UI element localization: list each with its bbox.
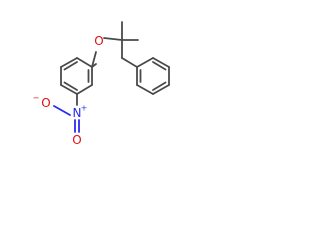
double-bond-inner: [63, 81, 78, 91]
bond: [152, 84, 170, 95]
bond: [136, 84, 154, 95]
bond: [76, 84, 93, 95]
nitro-nitrogen-label: N: [73, 106, 82, 120]
nitrophenyl-ring: [60, 57, 93, 95]
bond: [60, 84, 78, 95]
nitro-nitrogen-charge: +: [81, 104, 88, 113]
ether-oxygen-label: O: [94, 34, 103, 48]
bond-oxygen-quaternary-carbon: [103, 37, 123, 41]
bond-ch2-phenyl: [121, 57, 138, 68]
bond: [152, 57, 170, 68]
nitro-oxygen-double-label: O: [72, 133, 81, 147]
phenyl-ring: [136, 57, 170, 95]
bond: [60, 57, 78, 68]
bond: [136, 57, 154, 68]
bond: [76, 57, 93, 68]
nitro-oxygen-minus-charge: −: [33, 94, 40, 103]
double-bond-inner: [152, 61, 167, 71]
nitro-oxygen-minus-label: O: [41, 96, 50, 110]
bond-ring-to-oxygen: [91, 51, 97, 68]
double-bond-inner: [63, 61, 78, 71]
bond-nitrogen-oxygen-minus: [53, 105, 71, 116]
double-bond-inner: [152, 81, 167, 91]
molecule-structure: O N + O − O: [33, 21, 170, 147]
